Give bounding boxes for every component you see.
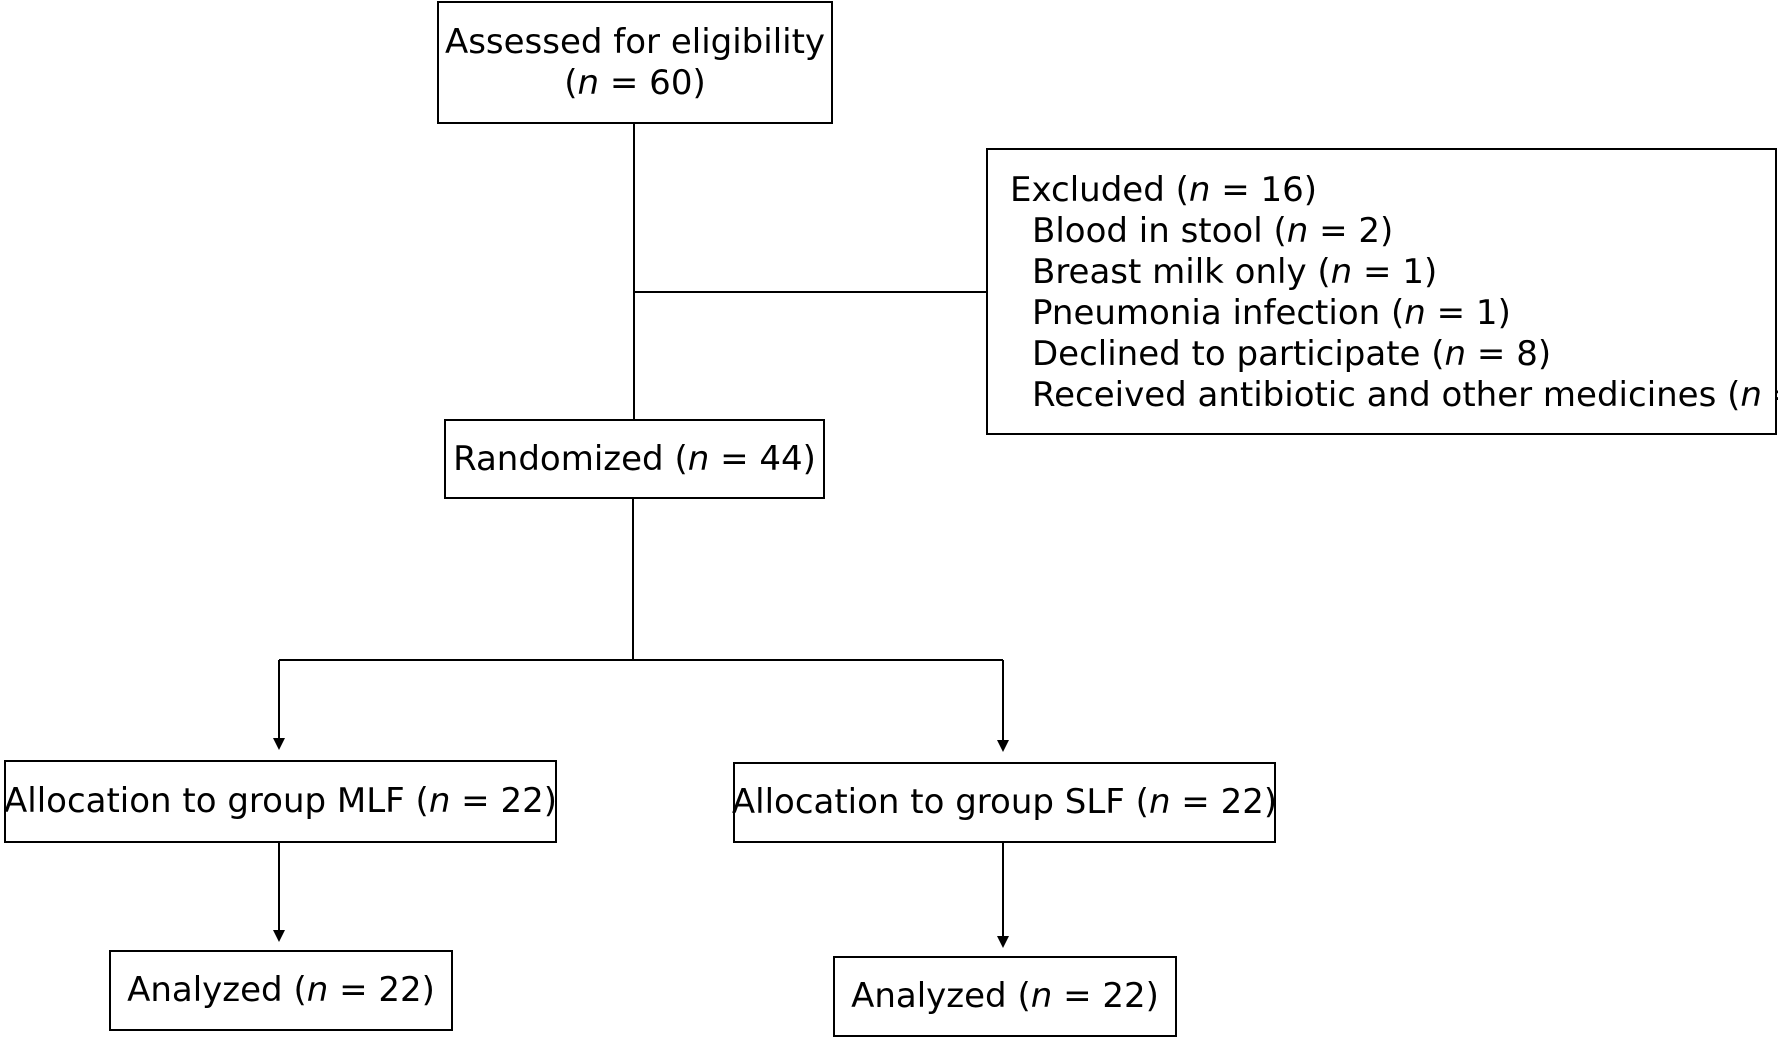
randomized-box: Randomized (n = 44) <box>444 419 825 499</box>
excluded-title: Excluded (n = 16) <box>1010 170 1318 210</box>
allocation-slf-box: Allocation to group SLF (n = 22) <box>731 762 1278 843</box>
excluded-box: Excluded (n = 16) Blood in stool (n = 2)… <box>986 148 1778 435</box>
analyzed-slf-label: Analyzed (n = 22) <box>851 976 1159 1016</box>
analyzed-mlf-box: Analyzed (n = 22) <box>109 950 453 1031</box>
excluded-reason: Received antibiotic and other medicines … <box>1032 375 1778 415</box>
randomized-label: Randomized (n = 44) <box>453 438 816 479</box>
assessed-box: Assessed for eligibility (n = 60) <box>437 1 833 124</box>
analyzed-slf-box: Analyzed (n = 22) <box>833 956 1177 1037</box>
excluded-reason: Breast milk only (n = 1) <box>1032 252 1438 292</box>
allocation-mlf-box: Allocation to group MLF (n = 22) <box>4 760 557 843</box>
assessed-label: Assessed for eligibility <box>444 21 826 62</box>
excluded-reason: Blood in stool (n = 2) <box>1032 211 1394 251</box>
analyzed-mlf-label: Analyzed (n = 22) <box>127 970 435 1010</box>
excluded-reason: Pneumonia infection (n = 1) <box>1032 293 1511 333</box>
allocation-mlf-label: Allocation to group MLF (n = 22) <box>3 781 558 821</box>
assessed-count: (n = 60) <box>564 62 706 103</box>
allocation-slf-label: Allocation to group SLF (n = 22) <box>731 782 1278 822</box>
excluded-reason: Declined to participate (n = 8) <box>1032 334 1552 374</box>
